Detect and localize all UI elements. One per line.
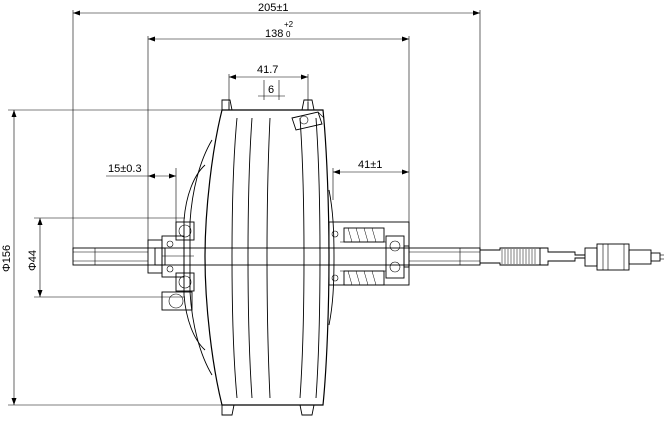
hub-shell <box>183 99 335 416</box>
inner-diameter-label: Φ44 <box>27 250 39 271</box>
dim-axle-offset-right: 41±1 <box>332 159 409 200</box>
dim-axle-offset-left: 15±0.3 <box>106 163 177 230</box>
dim-overall-width: 205±1 <box>72 2 481 250</box>
cable-connector <box>584 243 664 271</box>
flange-tol-lower: 0 <box>286 30 291 39</box>
rim-center-label: 6 <box>268 84 274 96</box>
flange-tol-upper: +2 <box>284 20 294 29</box>
flange-width-label: 138 <box>265 28 283 40</box>
overall-width-label: 205±1 <box>258 2 289 14</box>
axle <box>72 247 481 266</box>
left-bearing-assembly <box>147 221 195 311</box>
axle-offset-left-label: 15±0.3 <box>108 163 142 175</box>
rim-width-label: 41.7 <box>257 64 278 76</box>
dim-inner-diameter: Φ44 <box>27 217 185 298</box>
motor-cable <box>480 247 585 266</box>
dim-outer-diameter: Φ156 <box>1 109 228 406</box>
right-bearing-assembly <box>328 221 410 286</box>
dim-flange-width: 138 +2 0 <box>147 20 410 245</box>
outer-diameter-label: Φ156 <box>1 245 13 272</box>
dim-rim: 41.7 6 <box>228 64 309 102</box>
axle-offset-right-label: 41±1 <box>358 159 382 171</box>
